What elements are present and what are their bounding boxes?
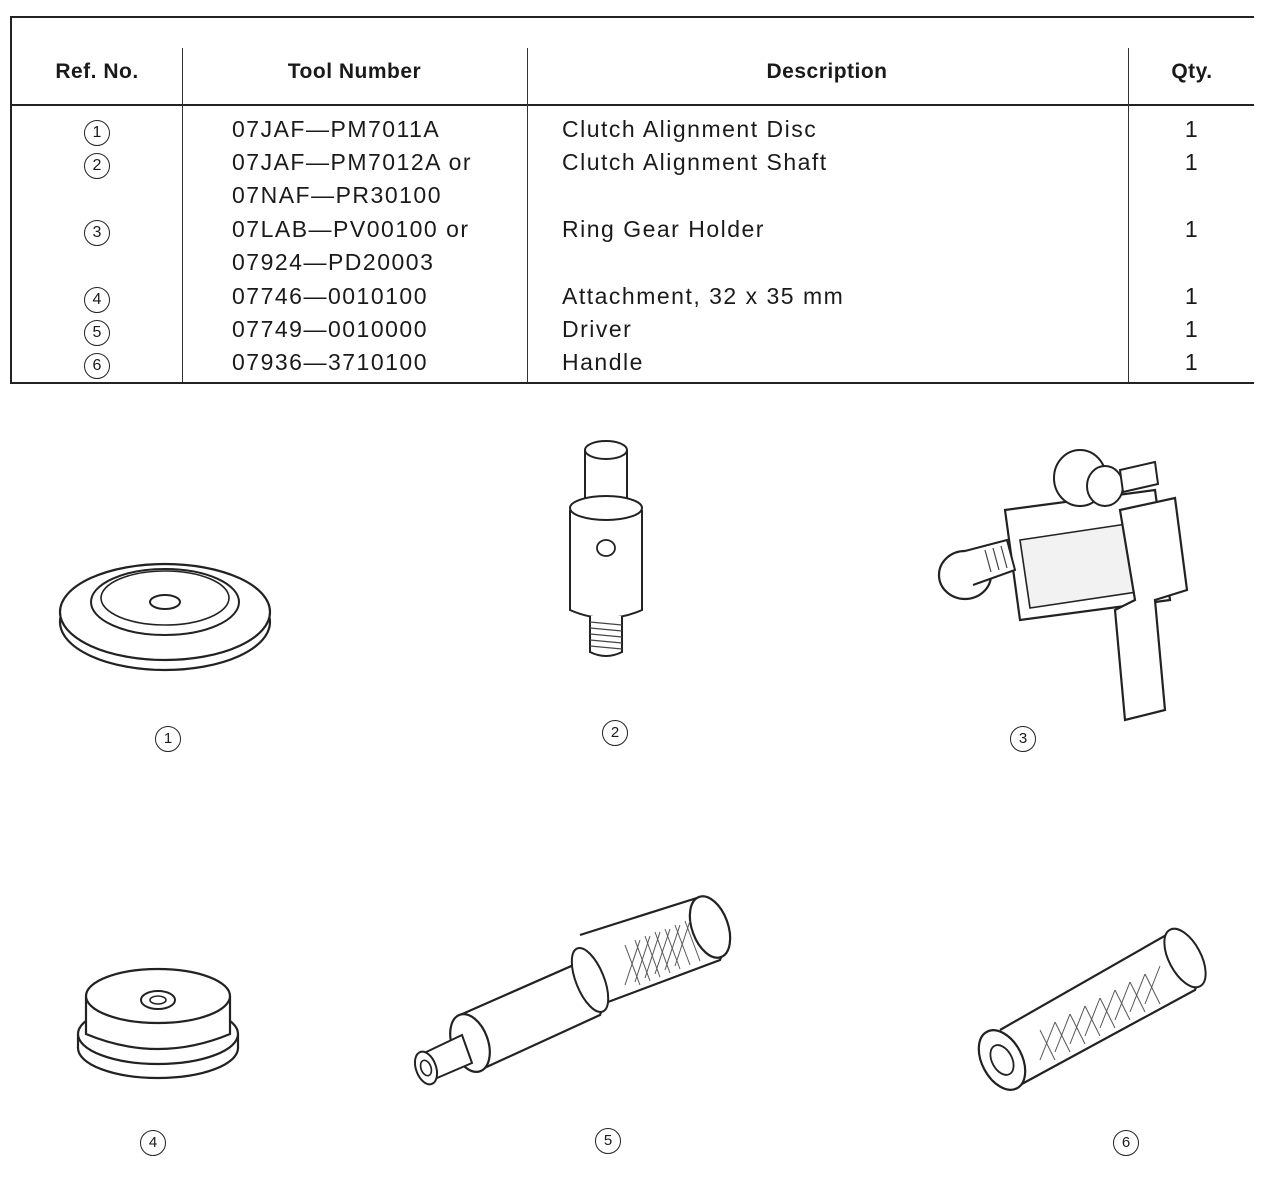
table-row: 4 07746—0010100 Attachment, 32 x 35 mm 1 [12,280,1254,346]
header-description: Description [766,60,888,83]
table-row: 5 07749—0010000 Driver 1 [12,313,1254,379]
ref-number: 2 [72,146,122,179]
tool-number-alt: 07924—PD20003 [232,249,435,275]
header-ref-no: Ref. No. [55,60,139,83]
table-row: 3 07LAB—PV00100 or 07924—PD20003 Ring Ge… [12,213,1254,279]
ref-number: 5 [72,313,122,346]
tool-number: 07LAB—PV00100 or [232,216,470,242]
tool-number-alt: 07NAF—PR30100 [232,182,442,208]
tool-number: 07JAF—PM7011A [232,116,441,142]
quantity: 1 [1184,283,1200,309]
quantity: 1 [1184,216,1200,242]
description: Handle [562,349,644,375]
figure-label-6: 6 [1113,1130,1139,1156]
table-row: 6 07936—3710100 Handle 1 [12,346,1254,412]
column-divider [527,48,528,382]
description: Attachment, 32 x 35 mm [562,283,845,309]
description: Driver [562,316,633,342]
column-divider [1128,48,1129,382]
attachment-illustration [76,967,240,1080]
tool-number: 07936—3710100 [232,349,428,375]
quantity: 1 [1184,349,1200,375]
quantity: 1 [1184,116,1200,142]
tool-number: 07749—0010000 [232,316,428,342]
figure-label-1: 1 [155,726,181,752]
figure-label-2: 2 [602,720,628,746]
clutch-alignment-shaft-illustration [569,440,643,657]
ref-number: 3 [72,213,122,246]
figure-label-3: 3 [1010,726,1036,752]
table-row: 1 07JAF—PM7011A Clutch Alignment Disc 1 [12,113,1254,179]
description: Clutch Alignment Shaft [562,149,828,175]
quantity: 1 [1184,316,1200,342]
clutch-alignment-disc-illustration [58,562,272,672]
handle-illustration [977,927,1207,1091]
figure-label-5: 5 [595,1128,621,1154]
column-divider [182,48,183,382]
header-qty: Qty. [1171,60,1213,83]
ref-number: 4 [72,280,122,313]
quantity: 1 [1184,149,1200,175]
ref-number: 6 [72,346,122,379]
tool-number: 07JAF—PM7012A or [232,149,473,175]
tools-table: Ref. No. Tool Number Description Qty. 1 … [10,16,1254,384]
figure-label-4: 4 [140,1130,166,1156]
description: Ring Gear Holder [562,216,765,242]
header-tool-number: Tool Number [287,60,422,83]
table-header: Ref. No. Tool Number Description Qty. [12,18,1254,106]
description: Clutch Alignment Disc [562,116,818,142]
driver-illustration [413,895,732,1086]
table-row: 2 07JAF—PM7012A or 07NAF—PR30100 Clutch … [12,146,1254,212]
ring-gear-holder-illustration [937,449,1189,722]
tool-number: 07746—0010100 [232,283,428,309]
ref-number: 1 [72,113,122,146]
